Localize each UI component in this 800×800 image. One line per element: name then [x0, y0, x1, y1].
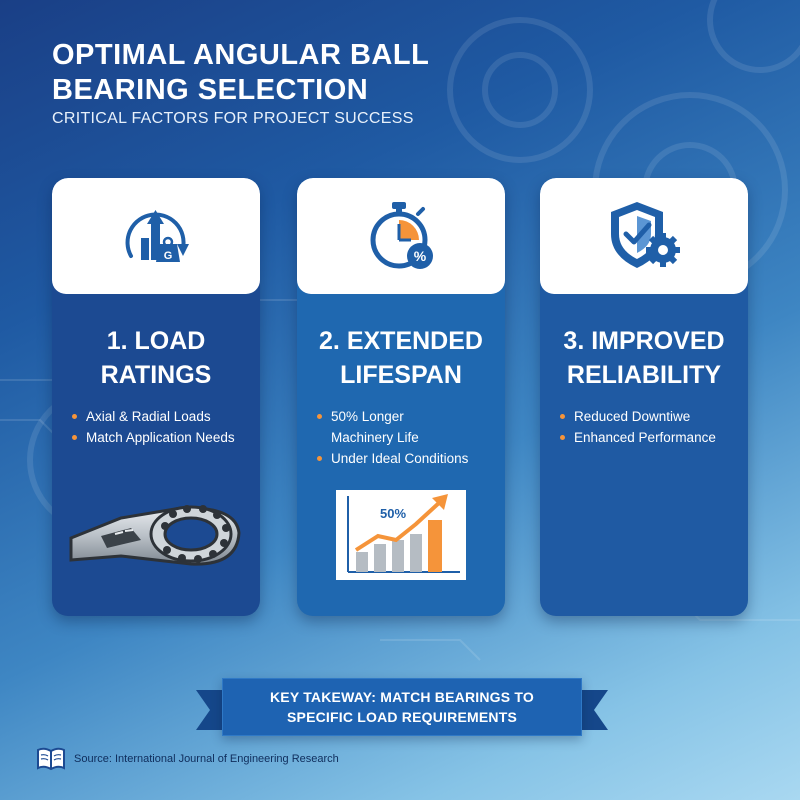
card-heading: 1. LOAD RATINGS: [100, 327, 212, 389]
bullet-text: Enhanced Performance: [574, 430, 716, 445]
bullet-list: Reduced Downtiwe Enhanced Performance: [540, 406, 748, 448]
page-subtitle: CRITICAL FACTORS FOR PROJECT SUCCESS: [52, 110, 414, 127]
stopwatch-percent-icon: %: [370, 202, 433, 269]
key-takeaway-banner: KEY TAKEWAY: MATCH BEARINGS TO SPECIFIC …: [222, 678, 582, 736]
bullet-text: Axial & Radial Loads: [86, 409, 211, 424]
card-heading: 3. IMPROVED RELIABILITY: [563, 327, 725, 389]
growth-chart-illustration: 50%: [297, 490, 505, 580]
bullet-text: Match Application Needs: [86, 430, 235, 445]
card-load-ratings: G 1. LOAD RATINGS Axial & Radial Loads M…: [52, 178, 260, 616]
bearing-cross-section-icon: [69, 505, 241, 566]
bullet-dot: [560, 435, 565, 440]
list-item: Match Application Needs: [72, 427, 250, 448]
bullet-list: Axial & Radial Loads Match Application N…: [52, 406, 260, 448]
takeaway-line-2: SPECIFIC LOAD REQUIREMENTS: [287, 709, 517, 725]
bearing-illustration: [52, 478, 260, 588]
bullet-dot: [317, 414, 322, 419]
bullet-text: Reduced Downtiwe: [574, 409, 691, 424]
source-text: Source: International Journal of Enginee…: [74, 753, 339, 765]
card-icon-panel: %: [297, 178, 505, 294]
load-weight-arrow-icon: G: [125, 210, 189, 262]
card-extended-lifespan: % 2. EXTENDED LIFESPAN 50% Longer Machin…: [297, 178, 505, 616]
page-title: OPTIMAL ANGULAR BALL BEARING SELECTION: [52, 39, 429, 106]
ribbon-tail-left: [196, 690, 222, 730]
ribbon-tail-right: [582, 690, 608, 730]
bullet-dot: [72, 435, 77, 440]
bullet-text: Under Ideal Conditions: [331, 451, 469, 466]
svg-text:G: G: [164, 250, 173, 262]
bullet-dot: [72, 414, 77, 419]
card-improved-reliability: 3. IMPROVED RELIABILITY Reduced Downtiwe…: [540, 178, 748, 616]
bullet-dot: [560, 414, 565, 419]
bullet-list: 50% Longer Machinery Life Under Ideal Co…: [297, 406, 505, 469]
list-item: Enhanced Performance: [560, 427, 738, 448]
book-icon: [37, 747, 65, 771]
growth-bar-chart-icon: 50%: [336, 490, 466, 580]
list-item: Under Ideal Conditions: [317, 448, 495, 469]
bullet-text: 50% Longer Machinery Life: [331, 409, 419, 445]
list-item: 50% Longer Machinery Life: [317, 406, 447, 448]
list-item: Reduced Downtiwe: [560, 406, 738, 427]
card-icon-panel: G: [52, 178, 260, 294]
takeaway-line-1: KEY TAKEWAY: MATCH BEARINGS TO: [270, 689, 534, 705]
card-heading: 2. EXTENDED LIFESPAN: [319, 327, 483, 389]
bullet-dot: [317, 456, 322, 461]
card-icon-panel: [540, 178, 748, 294]
list-item: Axial & Radial Loads: [72, 406, 250, 427]
chart-label: 50%: [380, 506, 406, 521]
shield-check-gear-icon: [611, 202, 680, 268]
source-citation: Source: International Journal of Enginee…: [36, 746, 339, 772]
svg-text:%: %: [414, 248, 427, 264]
